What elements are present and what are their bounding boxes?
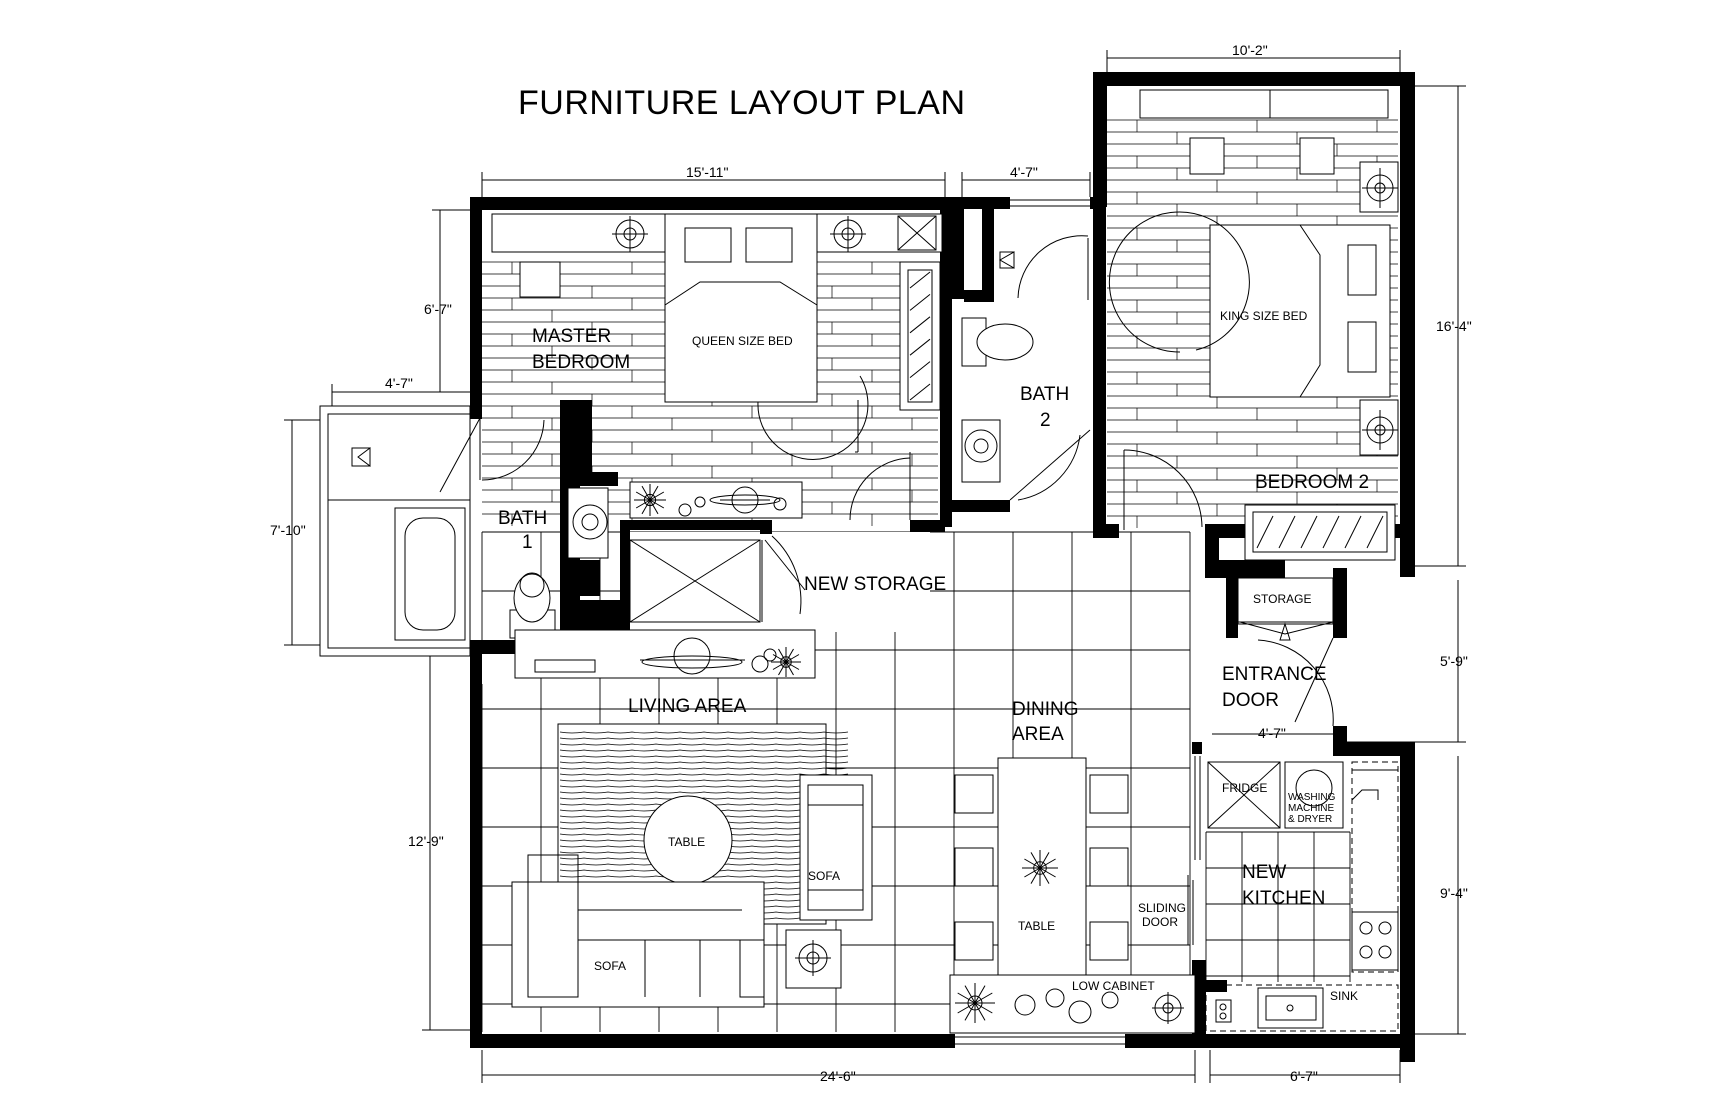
- washing-label-line1: WASHING: [1288, 792, 1336, 803]
- sliding-door-label-line1: SLIDING: [1138, 901, 1186, 915]
- fridge-label: FRIDGE: [1222, 781, 1267, 795]
- dim-right-upper: 16'-4": [1436, 318, 1472, 334]
- dim-right-lower: 9'-4": [1440, 885, 1468, 901]
- dining-label-line2: AREA: [1012, 724, 1064, 745]
- sliding-door-label-line2: DOOR: [1142, 915, 1178, 929]
- plant-icon: [1022, 850, 1058, 886]
- living-area-label: LIVING AREA: [628, 696, 747, 717]
- dim-bottom-right: 6'-7": [1290, 1068, 1318, 1084]
- bedroom2-label: BEDROOM 2: [1255, 472, 1369, 493]
- lamp-icon: [1359, 161, 1399, 213]
- bath1-label-line1: BATH: [498, 508, 547, 529]
- bedroom2-furniture: KING SIZE BED: [1108, 89, 1399, 561]
- bath2-fixtures: [961, 235, 1091, 501]
- master-bedroom-label-line1: MASTER: [532, 326, 611, 347]
- kitchen-label-line1: NEW: [1242, 862, 1286, 883]
- lamp-icon: [830, 216, 866, 252]
- dim-top-right: 10'-2": [1232, 42, 1268, 58]
- queen-bed-label: QUEEN SIZE BED: [692, 334, 793, 348]
- dim-top-mid: 4'-7": [1010, 164, 1038, 180]
- dim-left-lower: 12'-9": [408, 833, 444, 849]
- plan-title: FURNITURE LAYOUT PLAN: [518, 84, 966, 122]
- dining-label-line1: DINING: [1012, 699, 1079, 720]
- coffee-table-label: TABLE: [668, 835, 705, 849]
- dimension-lines: [284, 50, 1466, 1083]
- main-sofa-label: SOFA: [594, 959, 626, 973]
- low-cabinet-label: LOW CABINET: [1072, 979, 1155, 993]
- dim-left-bath-width: 4'-7": [385, 375, 413, 391]
- washing-label-line2: MACHINE: [1288, 803, 1334, 814]
- plant-icon: [634, 484, 666, 516]
- entrance-label-line1: ENTRANCE: [1222, 664, 1327, 685]
- bath1-label-line2: 1: [522, 532, 533, 553]
- washing-label-line3: & DRYER: [1288, 814, 1332, 825]
- plant-icon: [955, 983, 995, 1023]
- toilet-icon: [961, 317, 1034, 367]
- living-area-furniture: [511, 629, 873, 1008]
- kitchen-label-line2: KITCHEN: [1242, 888, 1325, 909]
- dining-furniture: [949, 757, 1196, 1034]
- dim-bottom-left: 24'-6": [820, 1068, 856, 1084]
- master-bedroom-furniture: QUEEN SIZE BED: [491, 213, 943, 521]
- bath1-tub-area: [319, 405, 471, 657]
- dining-table-label: TABLE: [1018, 919, 1055, 933]
- dim-left-bath-height: 7'-10": [270, 522, 306, 538]
- bath2-label-line2: 2: [1040, 410, 1051, 431]
- toilet-icon: [509, 572, 556, 639]
- kitchen-tiles: [1205, 831, 1351, 982]
- storage-label: STORAGE: [1253, 592, 1311, 606]
- dim-top-left: 15'-11": [686, 164, 728, 180]
- side-sofa-label: SOFA: [808, 869, 840, 883]
- king-bed-label: KING SIZE BED: [1220, 309, 1308, 323]
- sink-label: SINK: [1330, 989, 1358, 1003]
- storage-entrance: [1237, 577, 1334, 727]
- dim-right-mid: 5'-9": [1440, 653, 1468, 669]
- lamp-icon: [612, 216, 648, 252]
- master-bedroom-label-line2: BEDROOM: [532, 352, 630, 373]
- entrance-label-line2: DOOR: [1222, 690, 1279, 711]
- lamp-icon: [1359, 399, 1399, 456]
- dim-entrance-width: 4'-7": [1258, 725, 1286, 741]
- sliding-door: [1187, 756, 1201, 945]
- new-storage-label: NEW STORAGE: [804, 574, 946, 595]
- plant-icon: [771, 647, 801, 677]
- new-storage: [629, 535, 806, 623]
- kitchen-fixtures: [1205, 761, 1399, 1032]
- dim-left-upper: 6'-7": [424, 301, 452, 317]
- bath2-label-line1: BATH: [1020, 384, 1069, 405]
